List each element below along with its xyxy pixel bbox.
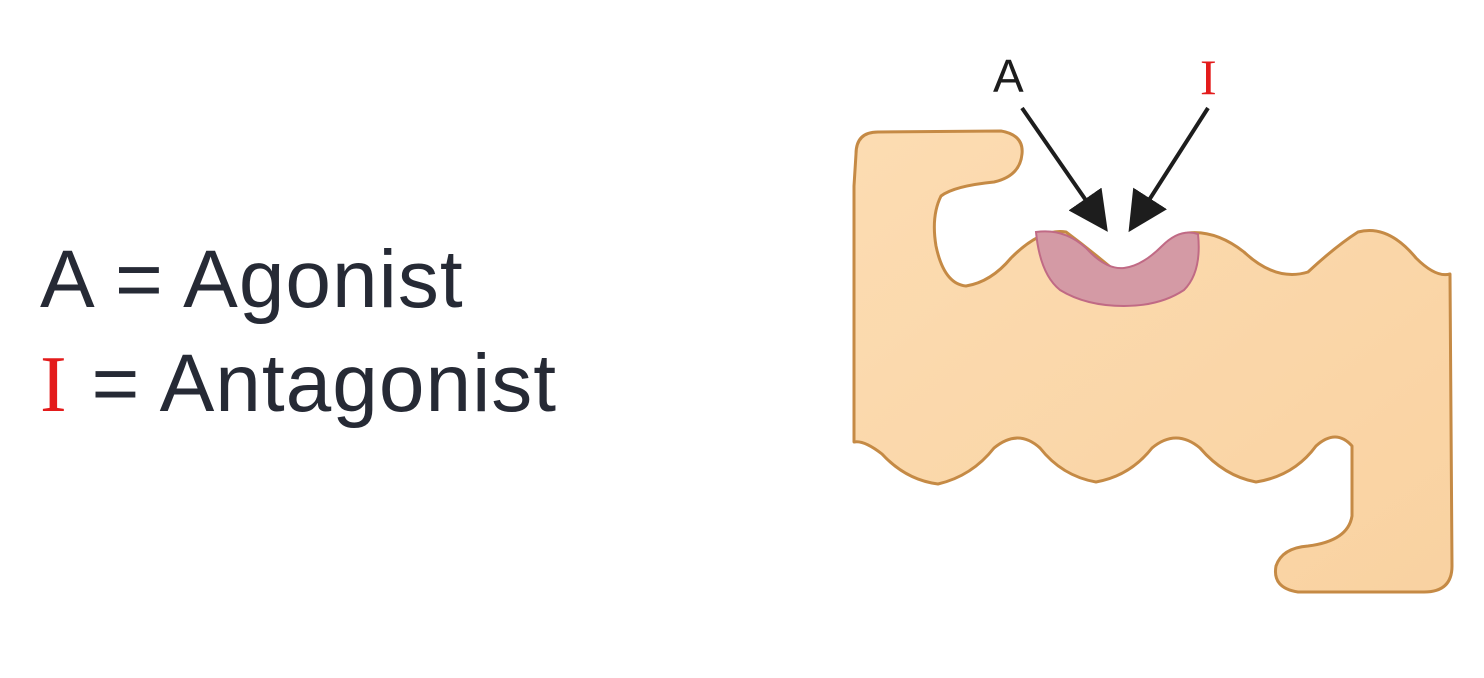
legend-row-agonist: A = Agonist (40, 228, 557, 332)
legend: A = Agonist I = Antagonist (40, 228, 557, 437)
antagonist-name: Antagonist (159, 338, 558, 429)
agonist-arrow (1020, 106, 1108, 232)
equals-sign: = (91, 338, 141, 429)
agonist-name: Agonist (183, 234, 464, 325)
antagonist-label: I (1200, 49, 1217, 105)
antagonist-symbol: I (40, 341, 68, 429)
antagonist-arrow (1128, 106, 1210, 233)
equals-sign: = (114, 234, 164, 325)
agonist-label: A (993, 50, 1024, 102)
agonist-symbol: A (40, 234, 92, 325)
receptor-diagram: A I (852, 49, 1454, 594)
legend-row-antagonist: I = Antagonist (40, 332, 557, 437)
receptor-body (852, 129, 1454, 594)
binding-site (1034, 230, 1200, 308)
